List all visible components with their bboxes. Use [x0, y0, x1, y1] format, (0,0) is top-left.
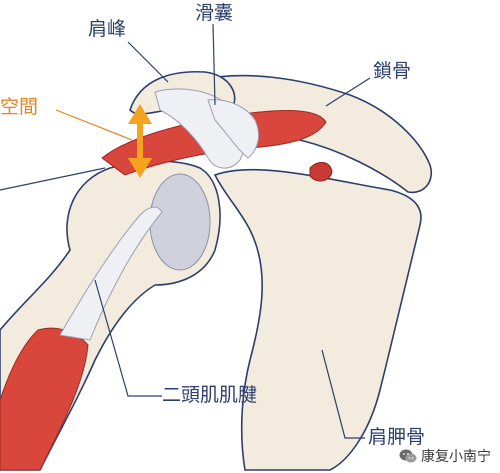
coracoid-tendon — [207, 99, 259, 159]
label-biceps-tendon: 二頭肌肌腱 — [162, 384, 258, 406]
label-acromion: 肩峰 — [88, 18, 127, 40]
label-clavicle: 鎖骨 — [373, 60, 412, 82]
scapula-shape — [213, 168, 422, 471]
watermark: 康复小南宁 — [396, 445, 494, 467]
leader-scapula — [321, 349, 365, 439]
label-scapula: 肩胛骨 — [368, 426, 426, 448]
leader-acromion — [127, 41, 169, 83]
watermark-text: 康复小南宁 — [421, 449, 491, 465]
label-space: 空間 — [0, 96, 39, 118]
space-arrow — [128, 104, 152, 178]
leader-bursa — [212, 23, 216, 106]
leader-clavicle — [325, 77, 371, 107]
leader-biceps — [94, 279, 162, 397]
label-bursa: 滑囊 — [195, 2, 234, 24]
wechat-icon — [399, 449, 417, 463]
leader-space — [55, 109, 133, 141]
clavicle-notch — [309, 162, 333, 182]
glenoid-cartilage — [149, 173, 211, 271]
biceps-tendon — [59, 206, 163, 341]
leader-left-tendon — [0, 167, 106, 191]
